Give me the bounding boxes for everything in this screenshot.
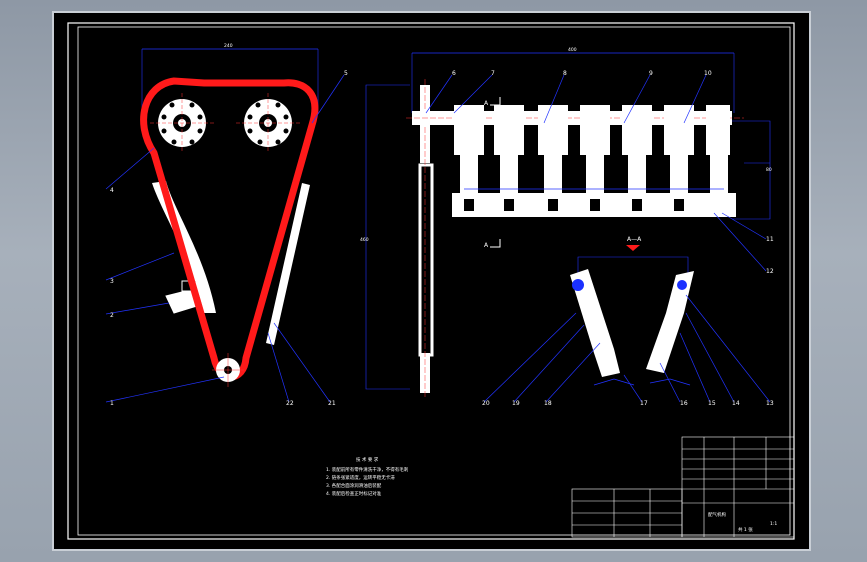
svg-text:22: 22 [286, 400, 294, 407]
svg-text:15: 15 [708, 400, 716, 407]
chain-guide-right [266, 183, 310, 345]
svg-text:6: 6 [452, 70, 456, 77]
rocker-arm-right [646, 271, 694, 373]
svg-text:8: 8 [563, 70, 567, 77]
svg-text:12: 12 [766, 268, 774, 275]
svg-text:400: 400 [568, 47, 577, 53]
svg-text:5: 5 [344, 70, 348, 77]
note-line: 3. 各配合面涂润滑油后装配 [326, 482, 382, 489]
chain-drive-view: 240 [105, 43, 348, 407]
valve-train [452, 105, 736, 217]
svg-text:3: 3 [110, 278, 114, 285]
svg-text:7: 7 [491, 70, 495, 77]
section-title: A—A [627, 236, 642, 243]
svg-text:2: 2 [110, 312, 114, 319]
inner-border [77, 26, 791, 536]
notes-title: 技 术 要 求 [356, 456, 379, 463]
svg-text:20: 20 [482, 400, 490, 407]
svg-text:16: 16 [680, 400, 688, 407]
drawing-number: 配气机构 [708, 511, 726, 518]
svg-text:14: 14 [732, 400, 740, 407]
note-line: 2. 链条张紧适度，运转平稳无卡滞 [326, 474, 395, 481]
svg-text:11: 11 [766, 236, 774, 243]
svg-text:19: 19 [512, 400, 520, 407]
sheet-count: 共 1 张 [738, 526, 753, 533]
rocker-arm-left [570, 269, 620, 377]
title-block [571, 436, 795, 538]
section-a-a-view: A—A 20 19 18 17 16 15 14 13 [482, 236, 774, 407]
svg-text:4: 4 [110, 187, 114, 194]
svg-text:13: 13 [766, 400, 774, 407]
svg-text:18: 18 [544, 400, 552, 407]
svg-text:17: 17 [640, 400, 648, 407]
svg-text:240: 240 [224, 43, 233, 49]
camshaft-view: 400 460 [360, 47, 774, 399]
cad-drawing: 240 [67, 22, 795, 540]
svg-text:1: 1 [110, 400, 114, 407]
svg-text:9: 9 [649, 70, 653, 77]
section-mark-top: A [484, 100, 489, 107]
drawing-sheet: 240 [52, 11, 811, 551]
svg-text:21: 21 [328, 400, 336, 407]
outer-border [67, 22, 795, 540]
drawing-scale: 1:1 [770, 521, 777, 527]
note-line: 4. 装配后检查正时标记对准 [326, 490, 382, 497]
svg-text:10: 10 [704, 70, 712, 77]
svg-text:460: 460 [360, 237, 369, 243]
section-mark-bottom: A [484, 242, 489, 249]
svg-text:80: 80 [766, 167, 772, 173]
technical-notes: 技 术 要 求 1. 装配前所有零件清洗干净，不得有毛刺 2. 链条张紧适度，运… [326, 456, 409, 497]
note-line: 1. 装配前所有零件清洗干净，不得有毛刺 [326, 466, 409, 473]
